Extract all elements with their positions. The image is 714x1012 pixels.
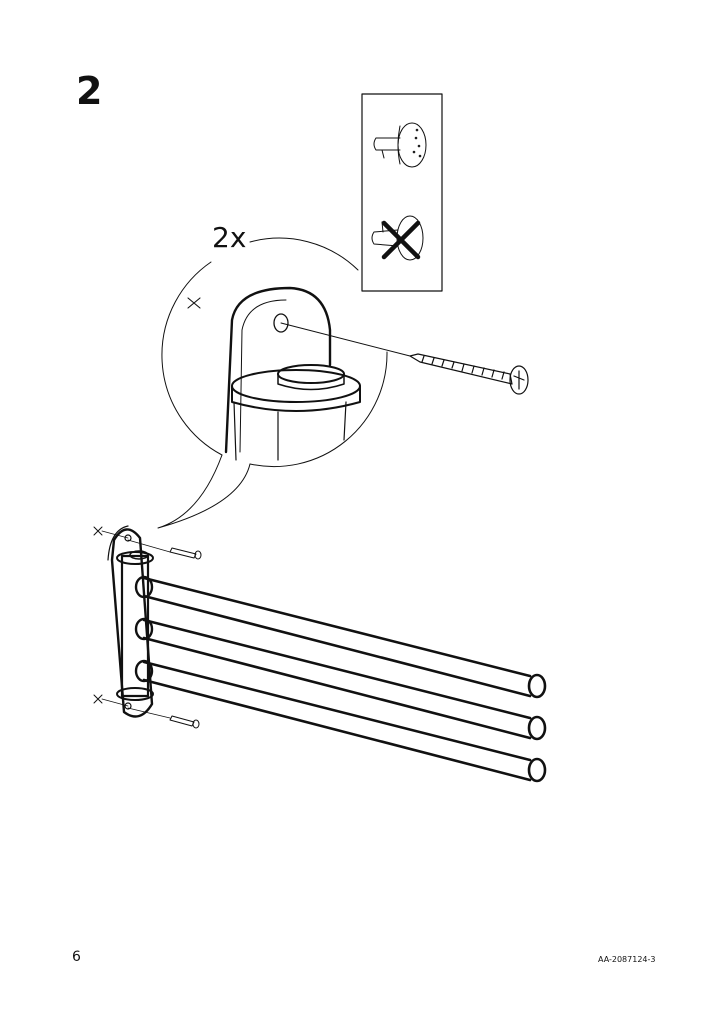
info-box bbox=[361, 93, 443, 292]
quantity-label: 2x bbox=[212, 221, 247, 254]
step-number: 2 bbox=[76, 69, 103, 113]
document-code: AA-2087124-3 bbox=[598, 955, 656, 964]
towel-rail-icon bbox=[93, 525, 547, 783]
wall-plug-correct-icon bbox=[373, 122, 427, 168]
wall-plug-incorrect-icon bbox=[371, 215, 424, 261]
screw-icon bbox=[409, 353, 529, 395]
page-number: 6 bbox=[72, 949, 81, 965]
magnifier-circle-icon bbox=[157, 237, 411, 529]
